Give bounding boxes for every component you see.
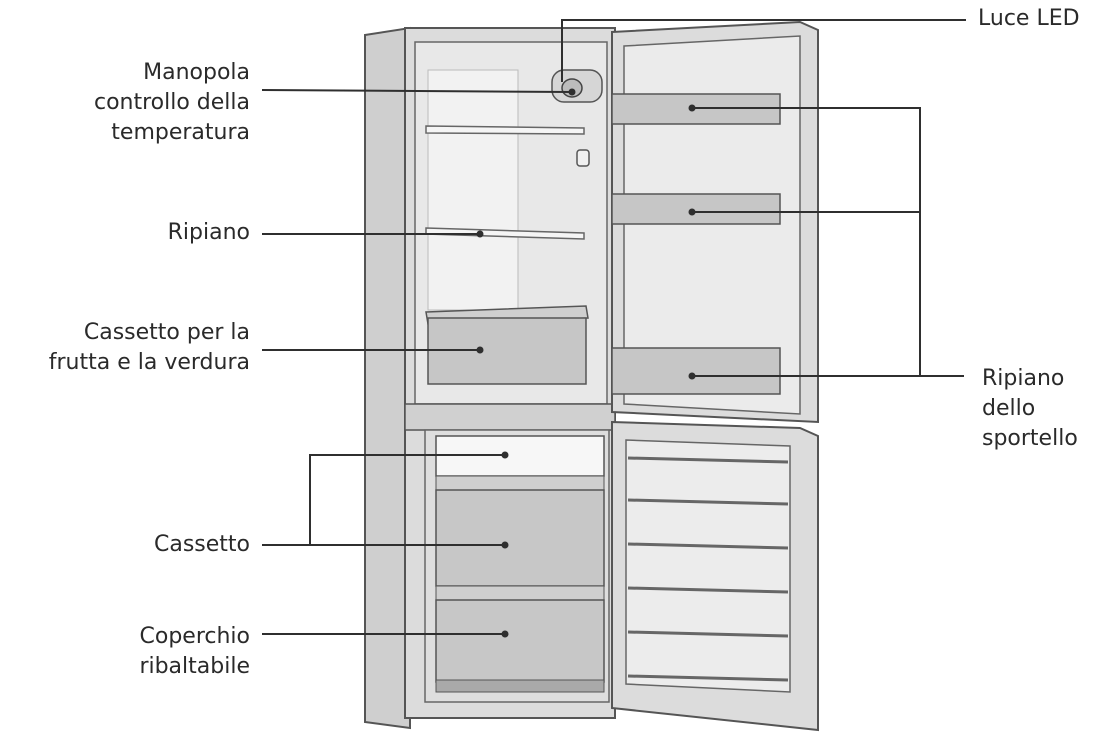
- label-ripiano-sportello: Ripiano dello sportello: [982, 366, 1078, 451]
- label-luce-led: Luce LED: [978, 6, 1080, 31]
- fridge-shelves: [425, 125, 585, 240]
- crisper-drawer: [425, 305, 589, 385]
- label-cassetto: Cassetto: [153, 532, 250, 557]
- leader-lines: [261, 19, 966, 635]
- label-ripiano: Ripiano: [167, 220, 250, 245]
- leader-luce-led: [561, 19, 966, 82]
- leader-ripiano-sportello: [692, 107, 921, 377]
- temperature-knob: [551, 69, 603, 167]
- leader-cassetto: [309, 454, 505, 546]
- freezer-drawers: [435, 435, 605, 693]
- leader-dots: [476, 88, 696, 638]
- label-cassetto-frutta: Cassetto per la frutta e la verdura: [48, 320, 250, 375]
- label-coperchio: Coperchio ribaltabile: [139, 624, 250, 679]
- freezer-door: [611, 420, 819, 732]
- label-manopola: Manopola controllo della temperatura: [93, 60, 250, 145]
- leader-manopola: [261, 89, 573, 93]
- fridge-door: [611, 20, 819, 424]
